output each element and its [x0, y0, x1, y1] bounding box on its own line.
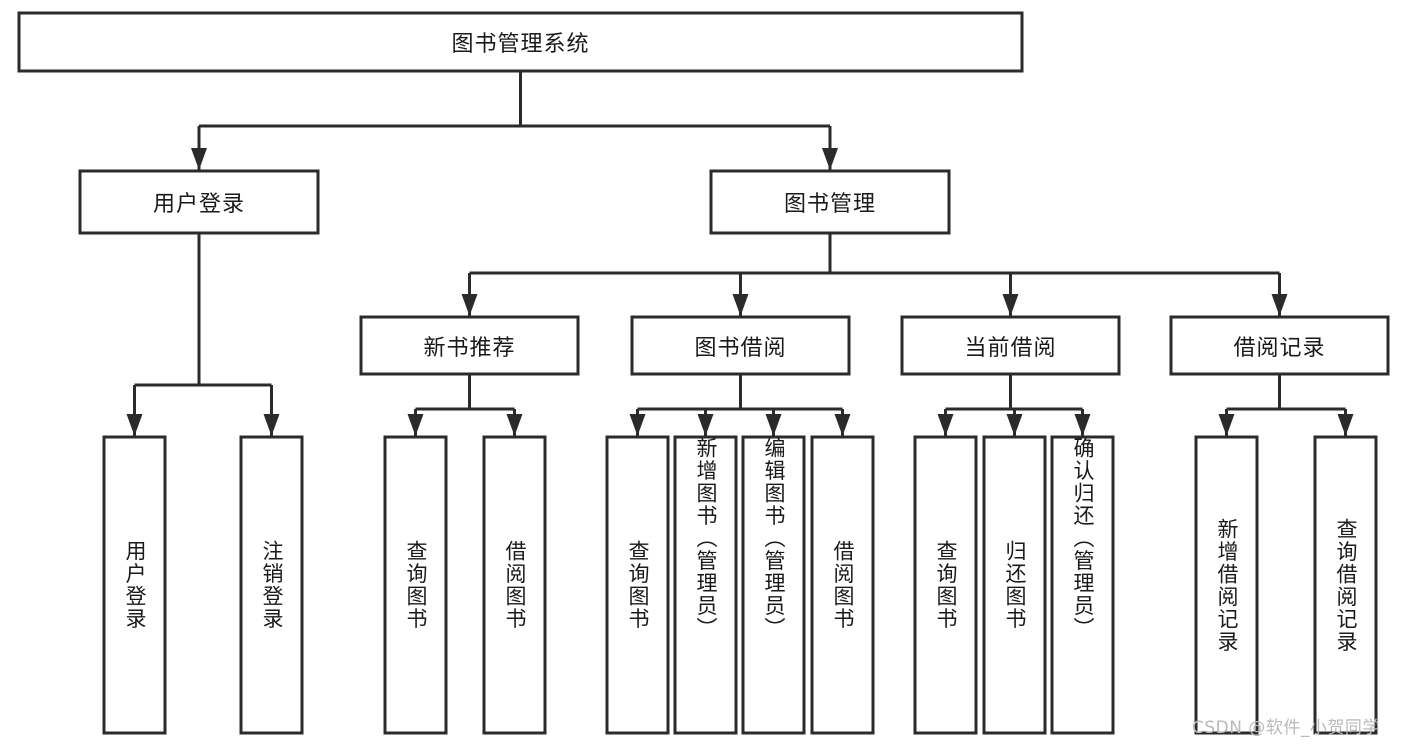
node-box-user-login-do[interactable] [102, 435, 167, 735]
arrow-icon-mod-2-2 [1074, 414, 1091, 436]
node-box-add-borrow-record[interactable] [1194, 435, 1259, 735]
arrow-icon-mod-0-1 [506, 414, 523, 436]
node-box-user-login[interactable] [78, 169, 320, 235]
node-box-borrow-book-2[interactable] [810, 435, 875, 735]
arrow-icon-book-manage-0 [461, 294, 478, 316]
arrow-icon-mod-1-1 [697, 414, 714, 436]
arrow-icon-user-login-1 [263, 414, 280, 436]
arrow-icon-book-manage-2 [1002, 294, 1019, 316]
node-box-query-book-2[interactable] [605, 435, 670, 735]
node-box-borrow-record[interactable] [1169, 315, 1390, 376]
arrow-icon-mod-0-0 [407, 414, 424, 436]
arrow-icon-book-manage-3 [1271, 294, 1288, 316]
arrow-icon-root-0 [191, 148, 207, 170]
node-box-book-manage[interactable] [709, 169, 951, 235]
arrow-icon-mod-1-3 [834, 414, 851, 436]
node-box-new-book-recommend[interactable] [359, 315, 580, 376]
node-box-current-borrow[interactable] [900, 315, 1121, 376]
node-box-user-logout[interactable] [239, 435, 304, 735]
node-box-query-book-1[interactable] [383, 435, 448, 735]
node-box-add-book-admin[interactable] [673, 435, 738, 735]
arrow-icon-mod-2-0 [937, 414, 954, 436]
csdn-watermark: CSDN @软件_小贺同学 [1192, 718, 1380, 738]
arrow-icon-book-manage-1 [732, 294, 749, 316]
arrow-icon-mod-3-1 [1337, 414, 1354, 436]
node-box-query-borrow-record[interactable] [1313, 435, 1378, 735]
node-box-borrow-book-1[interactable] [482, 435, 547, 735]
arrow-icon-mod-2-1 [1006, 414, 1023, 436]
node-box-return-book[interactable] [982, 435, 1047, 735]
arrow-icon-mod-3-0 [1218, 414, 1235, 436]
arrow-icon-root-1 [822, 148, 838, 170]
arrow-icon-user-login-0 [126, 414, 143, 436]
node-box-edit-book-admin[interactable] [741, 435, 806, 735]
arrow-icon-mod-1-0 [629, 414, 646, 436]
node-box-query-book-3[interactable] [913, 435, 978, 735]
node-box-confirm-return-admin[interactable] [1050, 435, 1115, 735]
node-box-book-borrow[interactable] [630, 315, 851, 376]
arrow-icon-mod-1-2 [765, 414, 782, 436]
node-box-root[interactable] [17, 11, 1024, 73]
